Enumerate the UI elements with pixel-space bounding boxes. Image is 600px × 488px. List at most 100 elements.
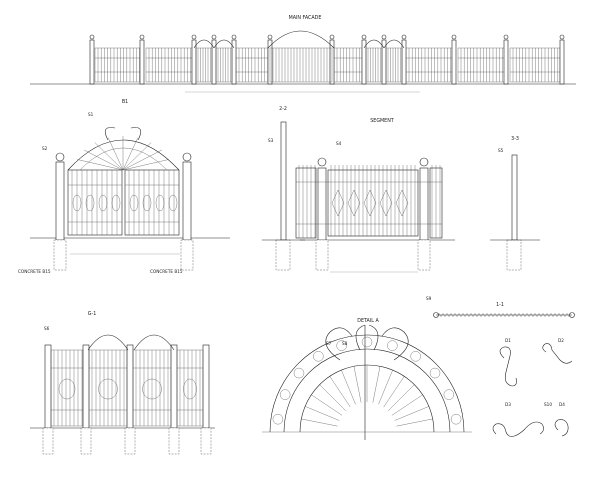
foundation bbox=[42, 427, 54, 455]
section-foundation bbox=[506, 239, 522, 271]
arch-spoke bbox=[341, 370, 356, 405]
arch-spoke bbox=[329, 376, 351, 408]
callout-label: S9 bbox=[426, 296, 432, 301]
arch-ring-circle bbox=[336, 340, 347, 351]
callout-label: S3 bbox=[268, 138, 274, 143]
arch-ring bbox=[283, 348, 451, 433]
gate-ornament bbox=[155, 194, 165, 212]
wicket-panel bbox=[365, 47, 383, 83]
gate-ornament bbox=[142, 194, 152, 212]
detail-d1: D1 bbox=[499, 338, 517, 387]
segment-post-right bbox=[419, 167, 429, 241]
post-finial bbox=[503, 34, 509, 40]
facade-sections bbox=[89, 30, 565, 85]
g1-posts bbox=[42, 344, 212, 455]
callout-label: S2 bbox=[42, 146, 48, 151]
segment-foundation bbox=[417, 239, 431, 271]
detail-a-title: DETAIL A bbox=[357, 318, 379, 324]
callout-label: S4 bbox=[336, 141, 342, 146]
fence-post bbox=[401, 39, 407, 85]
rail-end bbox=[433, 312, 439, 318]
g1-title: G-1 bbox=[88, 311, 97, 317]
detail-d3-label: D3 bbox=[505, 402, 511, 407]
gate-ornament bbox=[98, 378, 118, 400]
arch-spoke bbox=[311, 394, 343, 416]
arch-spoke bbox=[77, 159, 124, 171]
crown-scroll bbox=[355, 324, 379, 351]
g1-arch-right bbox=[133, 334, 175, 351]
section-3-3-title: 3-3 bbox=[511, 136, 519, 142]
post-finial bbox=[139, 34, 145, 40]
crown-scroll bbox=[325, 327, 409, 361]
arch-spoke bbox=[353, 366, 362, 403]
g1-bars bbox=[50, 349, 204, 427]
gate-leaf-right bbox=[124, 169, 180, 236]
post-finial bbox=[329, 34, 335, 40]
detail-a-view: DETAIL A bbox=[262, 318, 472, 440]
main-facade-title: MAIN FACADE bbox=[289, 15, 322, 21]
arch-spoke bbox=[122, 149, 162, 171]
callout-label: S6 bbox=[44, 326, 50, 331]
main-facade-view: MAIN FACADE bbox=[30, 15, 576, 93]
post-finial bbox=[55, 152, 65, 162]
arch-spoke bbox=[372, 366, 381, 403]
callout-label: S1 bbox=[88, 112, 94, 117]
detail-d4-label: D4 bbox=[559, 402, 565, 407]
arch-spoke bbox=[388, 384, 415, 411]
foundation bbox=[200, 427, 212, 455]
arch-spoke bbox=[391, 394, 423, 416]
segment-ornament bbox=[379, 189, 393, 217]
section-3-3-view: 3-3 bbox=[490, 136, 540, 271]
gate-ornament bbox=[183, 378, 197, 400]
arch-ring-circle bbox=[293, 367, 305, 379]
rail-end bbox=[569, 312, 575, 318]
gate-ornament bbox=[98, 194, 108, 212]
foundation bbox=[80, 427, 92, 455]
fence-panel bbox=[509, 47, 561, 83]
gate-ornament bbox=[129, 194, 139, 212]
foundation-right bbox=[180, 239, 194, 271]
segment-view: SEGMENT bbox=[295, 118, 455, 273]
gate-panel bbox=[176, 349, 204, 427]
callout-label: S8 bbox=[342, 341, 348, 346]
fence-panel bbox=[405, 47, 453, 83]
section-1-1-title: 1-1 bbox=[496, 302, 504, 308]
gate-bars bbox=[68, 136, 179, 235]
post-finial bbox=[451, 34, 457, 40]
arch-spoke bbox=[108, 137, 124, 171]
arch-ring-circle bbox=[361, 336, 373, 348]
post-finial bbox=[89, 34, 95, 40]
gate-post-right bbox=[182, 161, 192, 241]
detail-d1-label: D1 bbox=[505, 338, 511, 343]
segment-panel bbox=[327, 169, 419, 237]
gate-post bbox=[170, 344, 178, 429]
arch-spoke bbox=[122, 137, 138, 171]
gate-ornament bbox=[111, 194, 121, 212]
post-finial bbox=[231, 34, 237, 40]
scroll-element bbox=[492, 421, 544, 437]
wicket-arch bbox=[383, 39, 405, 49]
post-finial bbox=[182, 152, 192, 162]
post-finial bbox=[361, 34, 367, 40]
gate-panel bbox=[50, 349, 84, 427]
foundation bbox=[168, 427, 180, 455]
wicket-panel bbox=[215, 47, 233, 83]
wicket-arch bbox=[193, 39, 215, 49]
fence-panel bbox=[235, 47, 269, 83]
arch-spoke bbox=[378, 370, 393, 405]
fence-post bbox=[89, 39, 95, 85]
segment-ornament bbox=[347, 189, 361, 217]
arch-spoke bbox=[319, 384, 346, 411]
arch-spoke bbox=[383, 376, 405, 408]
fence-panel bbox=[457, 47, 506, 83]
fence-post bbox=[381, 39, 387, 85]
fence-post bbox=[361, 39, 367, 85]
arch-ring-circle bbox=[429, 367, 441, 379]
arch-ring-circle bbox=[410, 351, 421, 362]
arch-spokes bbox=[301, 365, 433, 427]
foundation bbox=[124, 427, 136, 455]
fence-post bbox=[191, 39, 197, 85]
post-finial bbox=[559, 34, 565, 40]
post-finial bbox=[211, 34, 217, 40]
